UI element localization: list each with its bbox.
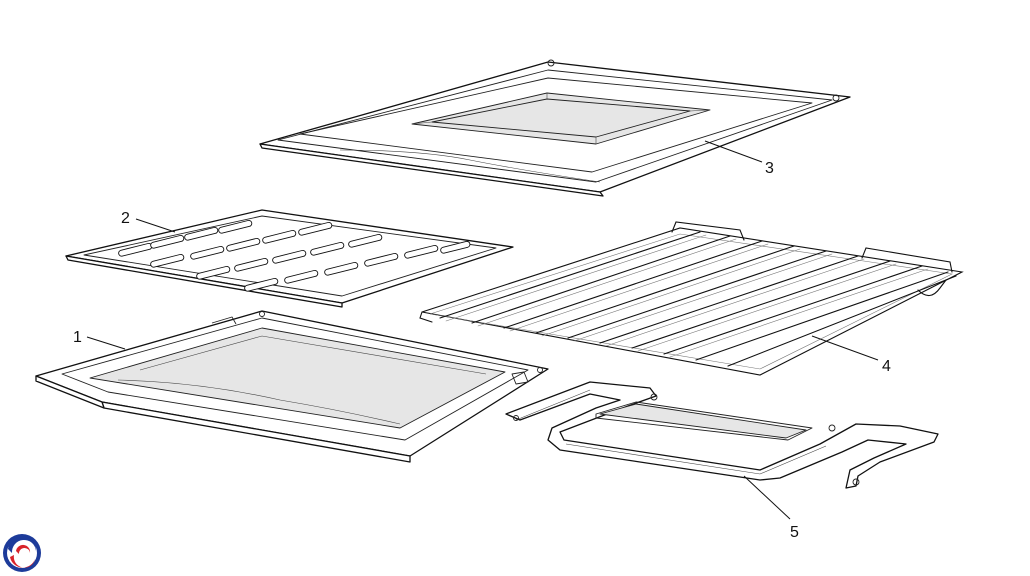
part-4-wire-shelf: [419, 221, 964, 376]
callout-3: 3: [765, 160, 774, 177]
grill-slots: [118, 219, 471, 292]
callout-5: 5: [790, 524, 799, 541]
callout-2: 2: [121, 210, 130, 227]
shelf-wires: [439, 231, 957, 367]
callout-4: 4: [882, 358, 891, 375]
brand-swirl-icon: [3, 534, 41, 572]
part-5-tray-runner: [505, 381, 939, 489]
part-3-baking-tray: [259, 59, 851, 197]
callout-1: 1: [73, 329, 82, 346]
part-1-roasting-pan: [35, 310, 549, 463]
part-2-grill-tray: [65, 209, 514, 308]
